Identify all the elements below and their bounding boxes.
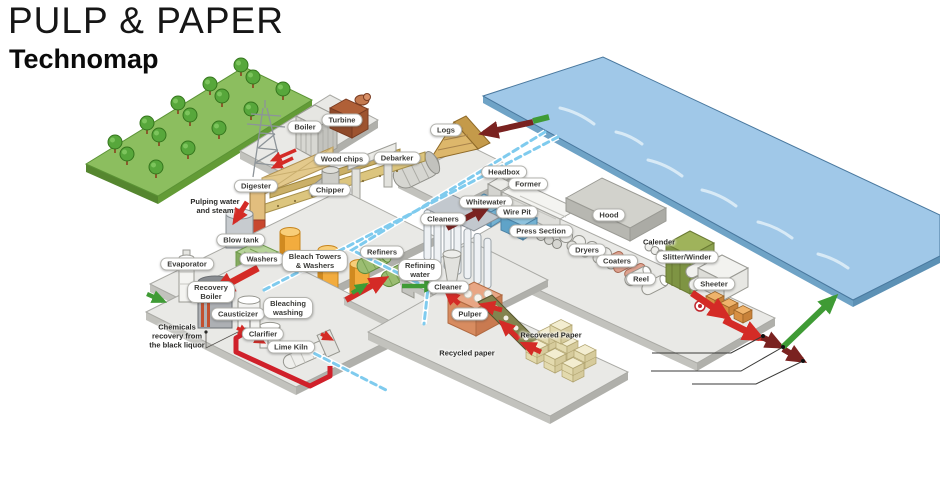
red-liquor-pipe (233, 327, 333, 389)
clarifier-tank (259, 321, 281, 349)
flow-arrows (146, 114, 839, 364)
log-pile (428, 115, 491, 161)
leader-lines (651, 334, 805, 385)
river (481, 56, 940, 307)
evaporator-machine (178, 249, 195, 303)
chemical-platform (144, 249, 418, 395)
page-subtitle: Technomap (9, 44, 159, 74)
page-title: PULP & PAPER (8, 0, 284, 41)
river-ripples (558, 106, 850, 270)
